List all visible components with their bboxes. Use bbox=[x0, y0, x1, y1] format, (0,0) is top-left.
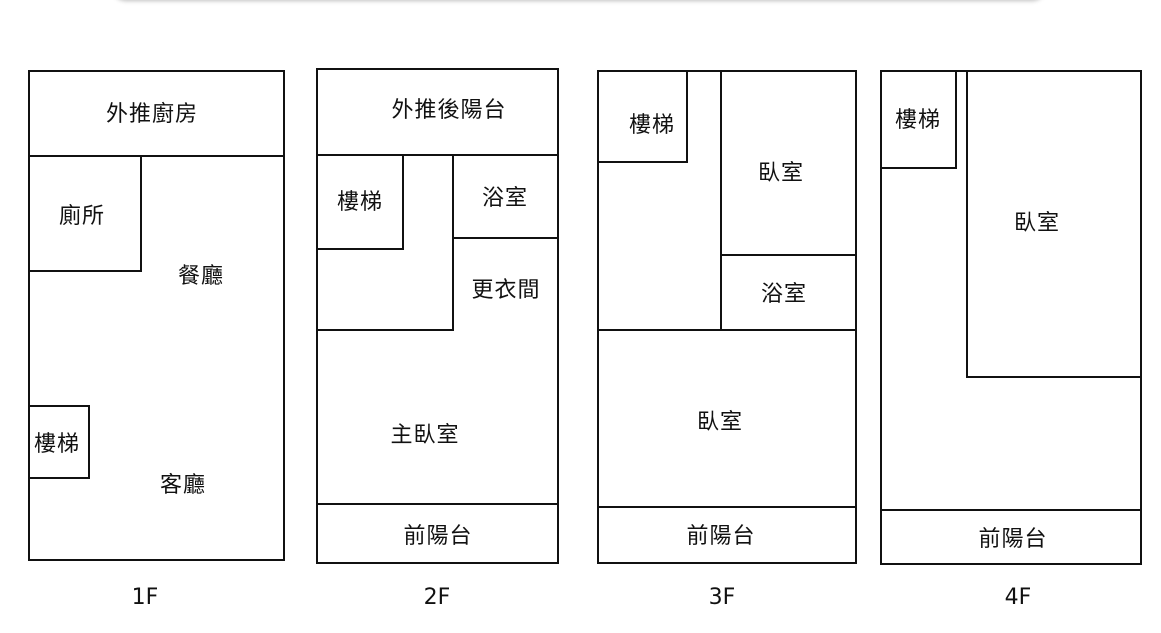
room-stairs bbox=[597, 70, 688, 163]
floor-plan-1f bbox=[28, 70, 285, 561]
room-label-bathroom: 浴室 bbox=[481, 186, 529, 211]
wall bbox=[882, 509, 1140, 511]
room-label-stairs: 樓梯 bbox=[628, 113, 676, 138]
floor-label-2f: 2F bbox=[423, 585, 451, 610]
floor-plan-4f bbox=[880, 70, 1142, 565]
room-label-bedroom-upper: 臥室 bbox=[757, 161, 805, 186]
room-label-stairs: 樓梯 bbox=[33, 432, 81, 457]
room-label-toilet: 廁所 bbox=[58, 204, 106, 229]
wall bbox=[599, 506, 855, 508]
wall bbox=[966, 72, 968, 378]
wall bbox=[30, 155, 283, 157]
wall bbox=[720, 72, 722, 330]
room-label-kitchen: 外推廚房 bbox=[105, 102, 199, 127]
wall bbox=[966, 376, 1140, 378]
floor-label-3f: 3F bbox=[708, 585, 736, 610]
room-label-front-balcony: 前陽台 bbox=[686, 524, 756, 549]
room-label-bedroom-lower: 臥室 bbox=[696, 410, 744, 435]
room-label-stairs: 樓梯 bbox=[336, 190, 384, 215]
wall bbox=[599, 329, 855, 331]
room-label-bedroom: 臥室 bbox=[1013, 211, 1061, 236]
wall bbox=[318, 154, 557, 156]
wall bbox=[318, 503, 557, 505]
room-label-front-balcony: 前陽台 bbox=[978, 527, 1048, 552]
wall bbox=[452, 154, 454, 330]
room-stairs bbox=[880, 70, 957, 169]
room-label-master-bedroom: 主臥室 bbox=[390, 423, 460, 448]
room-label-bathroom: 浴室 bbox=[760, 282, 808, 307]
room-label-dining: 餐廳 bbox=[177, 264, 225, 289]
room-label-closet: 更衣間 bbox=[471, 278, 541, 303]
floor-label-1f: 1F bbox=[131, 585, 159, 610]
room-stairs bbox=[316, 154, 404, 250]
floor-plan-3f bbox=[597, 70, 857, 564]
floor-plan-2f bbox=[316, 68, 559, 564]
wall bbox=[452, 237, 557, 239]
room-toilet bbox=[28, 155, 142, 272]
floor-label-4f: 4F bbox=[1004, 585, 1032, 610]
room-stairs bbox=[28, 405, 90, 479]
room-label-stairs: 樓梯 bbox=[894, 108, 942, 133]
room-label-living: 客廳 bbox=[159, 473, 207, 498]
room-label-front-balcony: 前陽台 bbox=[403, 524, 473, 549]
wall bbox=[720, 254, 855, 256]
room-label-rear-balcony: 外推後陽台 bbox=[391, 98, 507, 123]
wall bbox=[318, 329, 454, 331]
